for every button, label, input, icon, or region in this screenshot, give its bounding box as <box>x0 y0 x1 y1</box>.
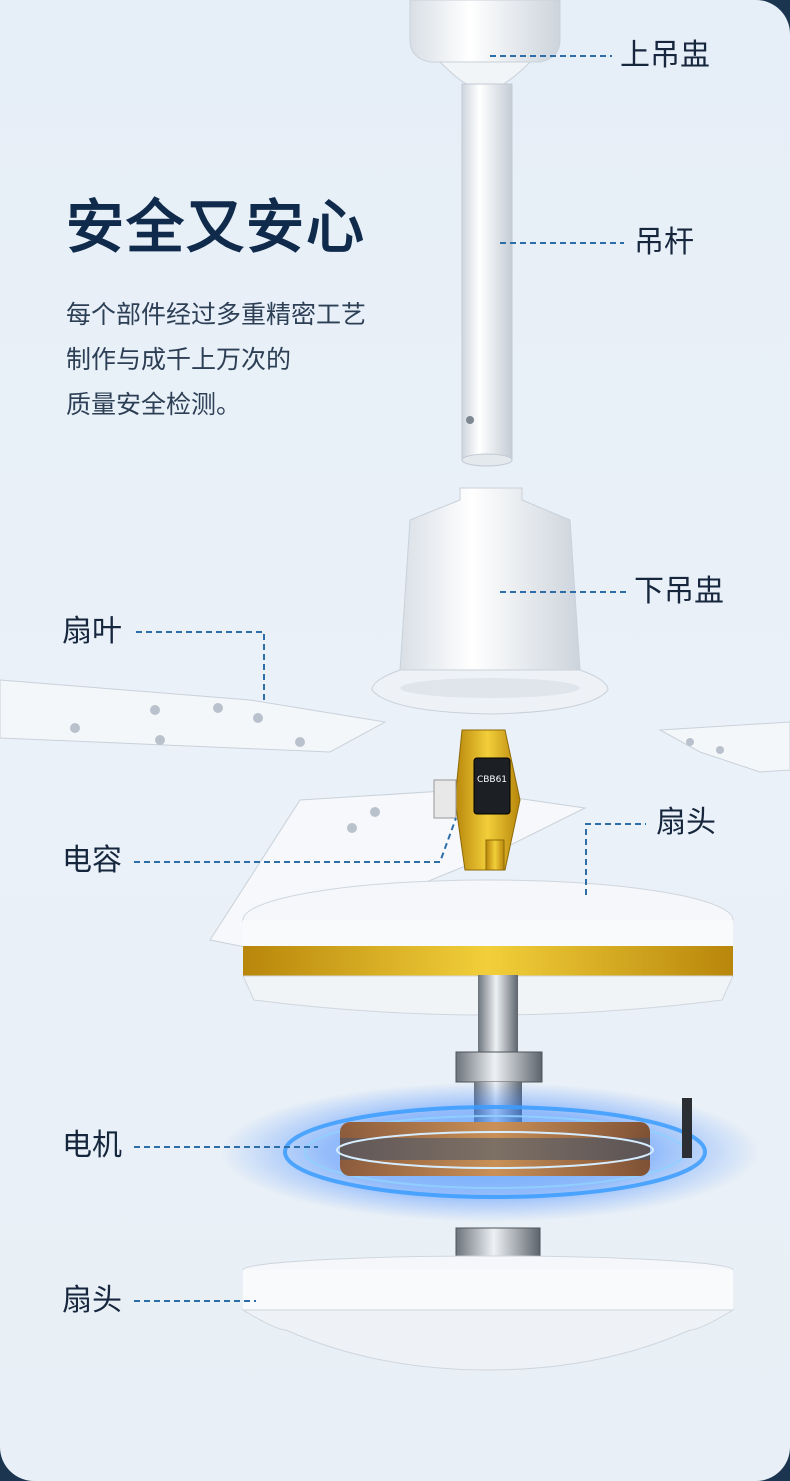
label-head-bottom: 扇头 <box>62 1283 122 1318</box>
upper-canopy-part <box>409 0 561 87</box>
description-line: 制作与成千上万次的 <box>66 345 292 374</box>
bottom-cover-part <box>241 1255 735 1371</box>
right-blade-part <box>658 721 790 773</box>
motor-part <box>220 1082 760 1222</box>
description: 每个部件经过多重精密工艺 制作与成千上万次的 质量安全检测。 <box>66 292 446 427</box>
lower-bearing-part <box>455 1227 541 1259</box>
upper-housing-part <box>242 879 734 1016</box>
label-downrod: 吊杆 <box>634 225 694 260</box>
downrod-part <box>461 83 513 467</box>
description-line: 每个部件经过多重精密工艺 <box>66 300 367 329</box>
label-head-top: 扇头 <box>656 805 716 840</box>
description-line: 质量安全检测。 <box>66 390 242 419</box>
leader-capacitor <box>134 817 457 863</box>
page-title: 安全又安心 <box>66 193 367 261</box>
label-lower-canopy: 下吊盅 <box>634 574 724 609</box>
label-motor: 电机 <box>62 1128 122 1163</box>
lower-canopy-part <box>371 487 609 715</box>
leader-head-top <box>585 823 646 895</box>
leader-blade <box>136 631 265 700</box>
capacitor-part: CBB61 <box>433 729 521 871</box>
capacitor-print: CBB61 <box>477 775 507 785</box>
leader-lines <box>134 55 646 1302</box>
label-capacitor: 电容 <box>62 843 122 878</box>
label-blade: 扇叶 <box>62 614 122 649</box>
left-blade-part <box>0 679 387 753</box>
label-upper-canopy: 上吊盅 <box>620 38 710 73</box>
